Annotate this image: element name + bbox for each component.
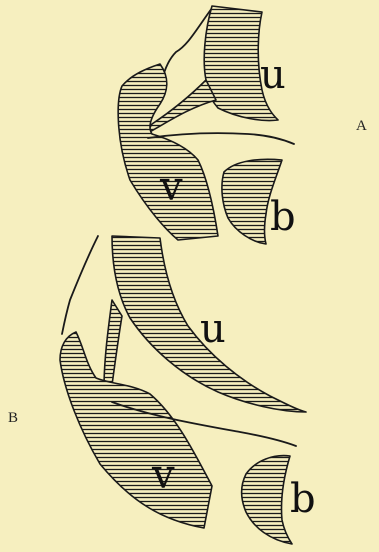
panel-b-label-b: b bbox=[290, 476, 316, 522]
panel-b-letter: B bbox=[8, 410, 18, 426]
panel-a-label-b: b bbox=[270, 194, 296, 240]
panel-b-lower-region bbox=[242, 456, 293, 544]
panel-a-label-u: u bbox=[260, 52, 286, 98]
panel-b-label-v: v bbox=[151, 452, 175, 498]
panel-a-label-v: v bbox=[159, 164, 183, 210]
panel-a-letter: A bbox=[356, 118, 367, 134]
panel-b-label-u: u bbox=[200, 306, 226, 352]
panel-b bbox=[60, 236, 306, 544]
panel-b-left-outline bbox=[62, 236, 98, 334]
panel-a bbox=[118, 6, 294, 244]
